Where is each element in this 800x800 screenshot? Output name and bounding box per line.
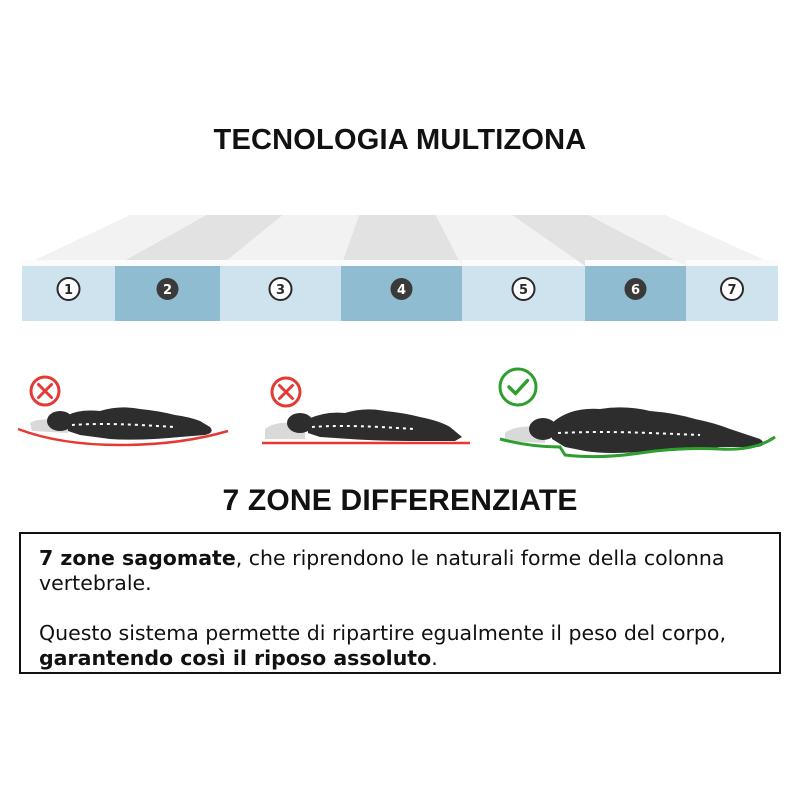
mattress-rim xyxy=(585,260,686,268)
cross-circle-icon xyxy=(270,376,302,408)
mattress-line-sagging xyxy=(17,427,229,447)
bold-guarantee-text: garantendo così il riposo assoluto xyxy=(39,646,432,670)
mattress-top-zone-6 xyxy=(512,215,686,266)
bold-zones-text: 7 zone sagomate xyxy=(39,546,236,570)
page-title: TECNOLOGIA MULTIZONA xyxy=(213,124,587,156)
zone-badge-5: 5 xyxy=(511,277,536,301)
paragraph-2-text: Questo sistema permette di ripartire egu… xyxy=(39,621,726,645)
description-box: 7 zone sagomate, che riprendono le natur… xyxy=(19,532,781,674)
zone-number: 4 xyxy=(397,283,406,298)
paragraph-1-text: , che riprendono le naturali forme della… xyxy=(39,546,725,595)
sleeper-silhouette xyxy=(505,407,764,453)
posture-comparison xyxy=(17,367,776,459)
zone-badge-1: 1 xyxy=(56,277,81,301)
mattress-rim xyxy=(686,260,778,268)
zone-badge-4: 4 xyxy=(390,278,413,300)
zone-badge-7: 7 xyxy=(720,277,744,301)
zone-badge-circle xyxy=(56,277,81,301)
mattress-top-zone-3 xyxy=(220,215,360,266)
zone-badge-circle xyxy=(268,277,293,301)
mattress-diagram: 1 2 3 4 5 6 7 xyxy=(22,215,778,321)
mattress-rim xyxy=(115,260,220,268)
zone-number: 1 xyxy=(64,283,73,298)
zone-badge-circle xyxy=(390,278,413,300)
zone-number: 2 xyxy=(163,283,172,298)
zone-badge-2: 2 xyxy=(156,278,179,300)
mattress-side-panel xyxy=(22,266,778,321)
description-paragraph-1: 7 zone sagomate, che riprendono le natur… xyxy=(39,546,761,596)
zone-badge-6: 6 xyxy=(624,278,647,300)
zone-number: 6 xyxy=(631,283,640,298)
mattress-rim xyxy=(220,260,341,268)
zone-badge-3: 3 xyxy=(268,277,293,301)
zone-number: 5 xyxy=(519,283,528,298)
sleeper-silhouette xyxy=(30,407,212,440)
mattress-top-surface xyxy=(22,215,778,268)
zone-number: 7 xyxy=(727,283,736,298)
zone-badge-circle xyxy=(511,277,536,301)
cross-circle-icon xyxy=(29,375,61,407)
zone-badge-circle xyxy=(720,277,744,301)
mattress-top-zone-4 xyxy=(341,215,462,266)
sleeper-silhouette xyxy=(265,409,462,441)
posture-panel-correct xyxy=(498,367,776,459)
mattress-top-zone-5 xyxy=(435,215,585,266)
mattress-top-zone-1 xyxy=(22,215,207,266)
mattress-top-zone-2 xyxy=(115,215,283,266)
description-paragraph-2: Questo sistema permette di ripartire egu… xyxy=(39,621,761,671)
mattress-rim xyxy=(462,260,585,268)
zone-badge-circle xyxy=(624,278,647,300)
posture-panel-rigid xyxy=(262,376,470,445)
mattress-line-contour xyxy=(499,435,776,459)
posture-panel-sagging xyxy=(17,375,229,447)
mattress-top-zone-7 xyxy=(588,215,778,266)
check-circle-icon xyxy=(498,367,538,407)
zone-badges: 1 2 3 4 5 6 7 xyxy=(56,277,744,301)
section-title: 7 ZONE DIFFERENZIATE xyxy=(222,484,578,517)
paragraph-2-end: . xyxy=(431,646,438,670)
zone-number: 3 xyxy=(276,283,285,298)
mattress-rim xyxy=(341,260,462,268)
zone-badge-circle xyxy=(156,278,179,300)
mattress-rim xyxy=(22,260,115,268)
